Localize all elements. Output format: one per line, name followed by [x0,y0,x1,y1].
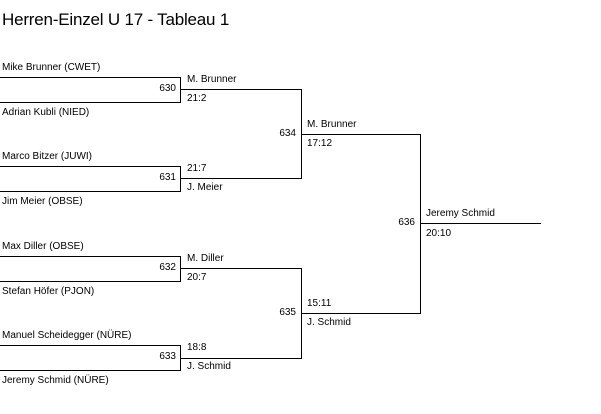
match-score: 15:11 [307,298,332,309]
player-name: Jim Meier (OBSE) [2,196,83,207]
page-title: Herren-Einzel U 17 - Tableau 1 [2,10,230,29]
final-score: 20:10 [426,228,452,239]
player-name: Mike Brunner (CWET) [2,62,101,73]
player-name: Jeremy Schmid (NÜRE) [2,375,109,386]
match-score: 18:8 [187,342,207,353]
match-number: 632 [159,262,176,273]
match-number: 630 [159,83,176,94]
match-winner: M. Brunner [187,74,237,85]
match-winner: M. Brunner [307,119,357,130]
match-number: 636 [398,217,415,228]
match-winner: J. Schmid [187,361,231,372]
player-name: Stefan Höfer (PJON) [2,286,95,297]
player-name: Max Diller (OBSE) [2,241,84,252]
final-winner: Jeremy Schmid [426,208,495,219]
match-winner: J. Meier [187,182,223,193]
match-number: 635 [279,307,296,318]
player-name: Adrian Kubli (NIED) [2,107,90,118]
match-number: 634 [279,128,296,139]
match-score: 20:7 [187,272,207,283]
match-score: 21:7 [187,163,207,174]
player-name: Manuel Scheidegger (NÜRE) [2,330,132,341]
match-score: 17:12 [307,138,333,149]
match-number: 633 [159,351,176,362]
match-winner: M. Diller [187,253,224,264]
match-number: 631 [159,172,176,183]
player-name: Marco Bitzer (JUWI) [2,151,92,162]
match-winner: J. Schmid [307,317,351,328]
match-score: 21:2 [187,93,207,104]
